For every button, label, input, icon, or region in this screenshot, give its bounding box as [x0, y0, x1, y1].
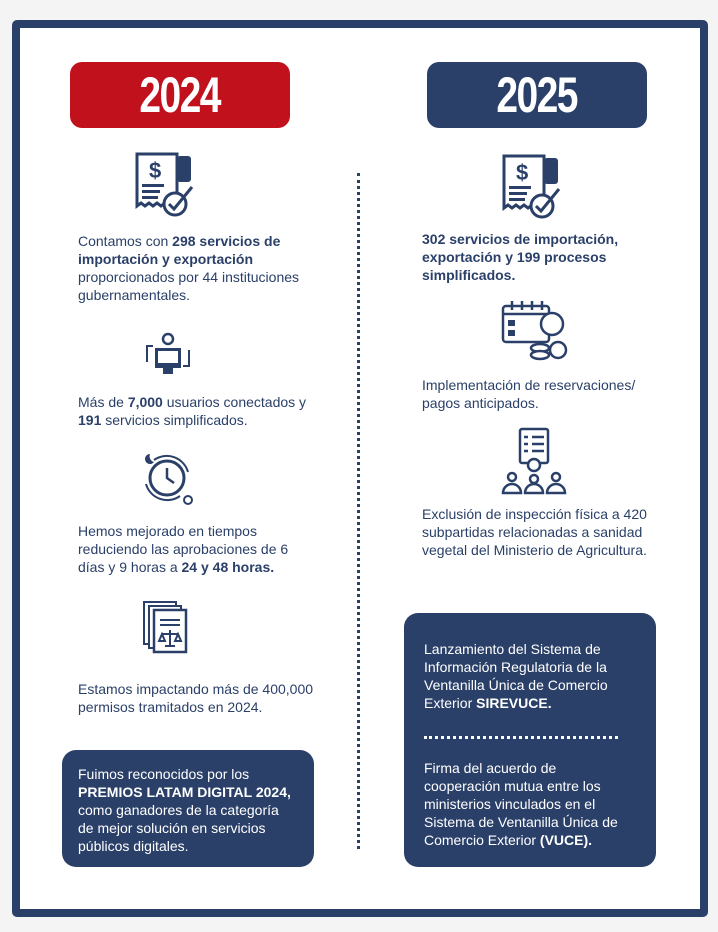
text: como ganadores de la categoría de mejor … — [78, 802, 279, 854]
vuce-agreement: Firma del acuerdo de cooperación mutua e… — [424, 759, 636, 849]
text: servicios simplificados. — [101, 412, 248, 428]
text-bold: 298 servicios de importación y exportaci… — [78, 233, 281, 267]
text: Implementación de reservaciones/ pagos a… — [422, 377, 636, 411]
svg-text:$: $ — [149, 158, 161, 183]
text-bold: SIREVUCE. — [476, 695, 552, 711]
sirevuce-launch: Lanzamiento del Sistema de Información R… — [424, 640, 636, 712]
dotted-separator — [424, 736, 618, 739]
milestones-box: Lanzamiento del Sistema de Información R… — [404, 613, 656, 867]
stat-users-2024: Más de 7,000 usuarios conectados y 191 s… — [78, 393, 318, 429]
year-badge-2025: 2025 — [427, 62, 647, 128]
text: Exclusión de inspección física a 420 sub… — [422, 506, 647, 558]
text-bold: 302 servicios de importación, exportació… — [422, 231, 619, 283]
checklist-team-icon — [501, 427, 567, 495]
text: Lanzamiento del Sistema de Información R… — [424, 641, 608, 711]
year-badge-2024: 2024 — [70, 62, 290, 128]
stat-services-2024: Contamos con 298 servicios de importació… — [78, 232, 328, 304]
text: proporcionados por 44 instituciones gube… — [78, 269, 300, 303]
stat-permits-2024: Estamos impactando más de 400,000 permis… — [78, 680, 328, 716]
text: Estamos impactando más de 400,000 permis… — [78, 681, 314, 715]
receipt-check-icon: $ — [135, 152, 194, 217]
clock-cycle-icon — [145, 454, 193, 505]
text: usuarios conectados y — [162, 394, 307, 410]
year-label: 2025 — [496, 67, 579, 123]
text-bold: 7,000 — [127, 394, 163, 410]
text: Hemos mejorado en tiempos reduciendo las… — [78, 523, 289, 575]
stat-inspection-2025: Exclusión de inspección física a 420 sub… — [422, 505, 662, 559]
dotted-divider — [357, 173, 360, 849]
stat-reservations-2025: Implementación de reservaciones/ pagos a… — [422, 376, 662, 412]
connected-computer-icon — [146, 332, 190, 374]
text: Más de — [78, 394, 128, 410]
text-bold: 24 y 48 horas. — [181, 559, 275, 575]
text-bold: PREMIOS LATAM DIGITAL 2024, — [78, 784, 291, 800]
receipt-check-icon: $ — [502, 154, 561, 219]
text-bold: 191 — [78, 412, 102, 428]
calendar-payment-icon — [501, 301, 568, 361]
award-box: Fuimos reconocidos por los PREMIOS LATAM… — [62, 750, 314, 867]
text: Fuimos reconocidos por los — [78, 766, 250, 782]
text-bold: (VUCE). — [539, 832, 593, 848]
text: Contamos con — [78, 233, 173, 249]
legal-documents-icon — [143, 601, 188, 654]
year-label: 2024 — [139, 67, 222, 123]
stat-times-2024: Hemos mejorado en tiempos reduciendo las… — [78, 522, 308, 576]
stat-services-2025: 302 servicios de importación, exportació… — [422, 230, 652, 284]
svg-text:$: $ — [516, 160, 528, 185]
text: Firma del acuerdo de cooperación mutua e… — [424, 760, 618, 848]
